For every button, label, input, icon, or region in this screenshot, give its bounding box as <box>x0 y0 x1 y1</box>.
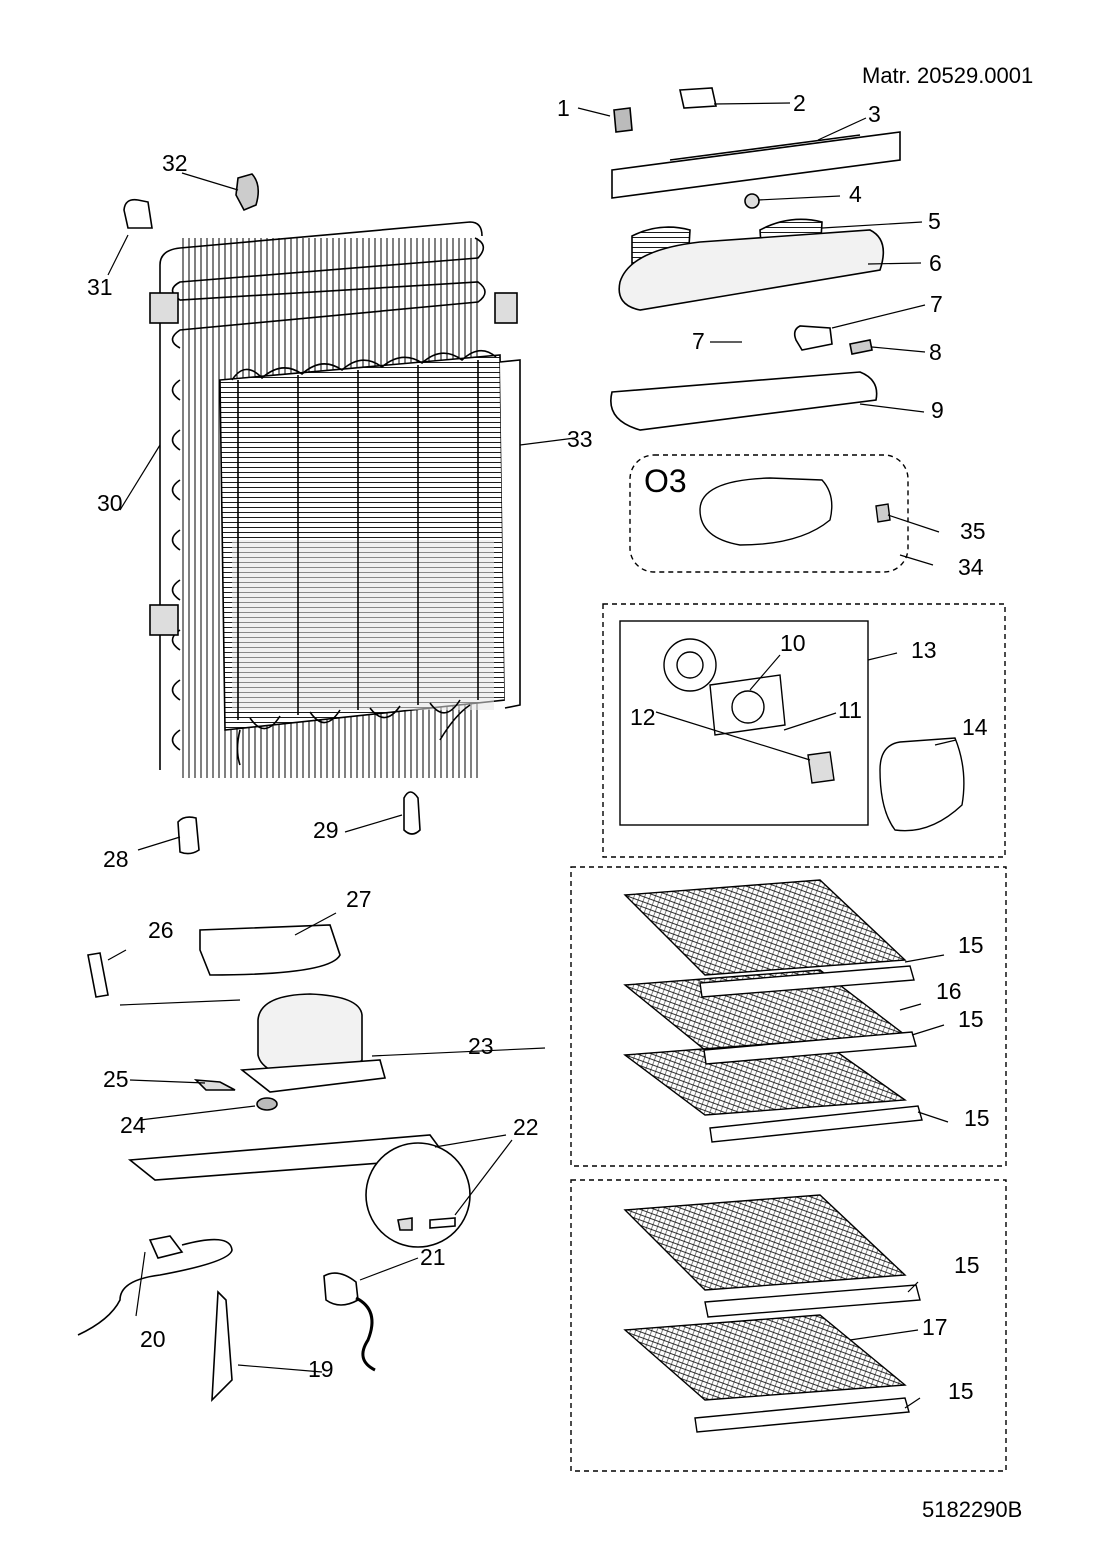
callout-29: 29 <box>313 817 339 843</box>
callout-1: 1 <box>557 95 570 121</box>
callout-10: 10 <box>780 630 806 656</box>
callout-15d: 15 <box>954 1252 980 1278</box>
callout-28: 28 <box>103 846 129 872</box>
callout-22: 22 <box>513 1114 539 1140</box>
callout-12: 12 <box>630 704 656 730</box>
callout-16: 16 <box>936 978 962 1004</box>
callout-4: 4 <box>849 181 862 207</box>
callout-15c: 15 <box>964 1105 990 1131</box>
callout-24: 24 <box>120 1112 146 1138</box>
callout-20: 20 <box>140 1326 166 1352</box>
material-number: Matr. 20529.0001 <box>862 63 1034 88</box>
shelf-group-lower <box>570 1179 1007 1472</box>
callout-19: 19 <box>308 1356 334 1382</box>
callout-15b: 15 <box>958 1006 984 1032</box>
fan-assembly-group <box>602 603 1006 858</box>
compressor-and-parts <box>77 173 471 1403</box>
callout-7b: 7 <box>692 328 705 354</box>
ozone-group-code: O3 <box>644 463 687 499</box>
callout-34: 34 <box>958 554 984 580</box>
callout-30: 30 <box>97 490 123 516</box>
callout-7a: 7 <box>930 291 943 317</box>
callout-8: 8 <box>929 339 942 365</box>
callout-5: 5 <box>928 208 941 234</box>
callout-15e: 15 <box>948 1378 974 1404</box>
callout-23: 23 <box>468 1033 494 1059</box>
callout-31: 31 <box>87 274 113 300</box>
ozone-module-group <box>629 454 909 573</box>
callout-27: 27 <box>346 886 372 912</box>
callout-17: 17 <box>922 1314 948 1340</box>
callout-25: 25 <box>103 1066 129 1092</box>
callout-6: 6 <box>929 250 942 276</box>
callout-26: 26 <box>148 917 174 943</box>
callout-15a: 15 <box>958 932 984 958</box>
shelf-group-upper <box>570 866 1007 1167</box>
callout-13: 13 <box>911 637 937 663</box>
drawing-number: 5182290B <box>922 1497 1023 1522</box>
callout-2: 2 <box>793 90 806 116</box>
callout-11: 11 <box>838 697 862 723</box>
evaporator-plate <box>219 349 521 766</box>
callout-9: 9 <box>931 397 944 423</box>
callout-32: 32 <box>162 150 188 176</box>
leader-lines <box>107 102 957 1409</box>
top-control-parts <box>610 87 901 431</box>
callout-21: 21 <box>420 1244 446 1270</box>
callout-14: 14 <box>962 714 988 740</box>
callout-35: 35 <box>960 518 986 544</box>
callout-33: 33 <box>567 426 593 452</box>
callout-3: 3 <box>868 101 881 127</box>
